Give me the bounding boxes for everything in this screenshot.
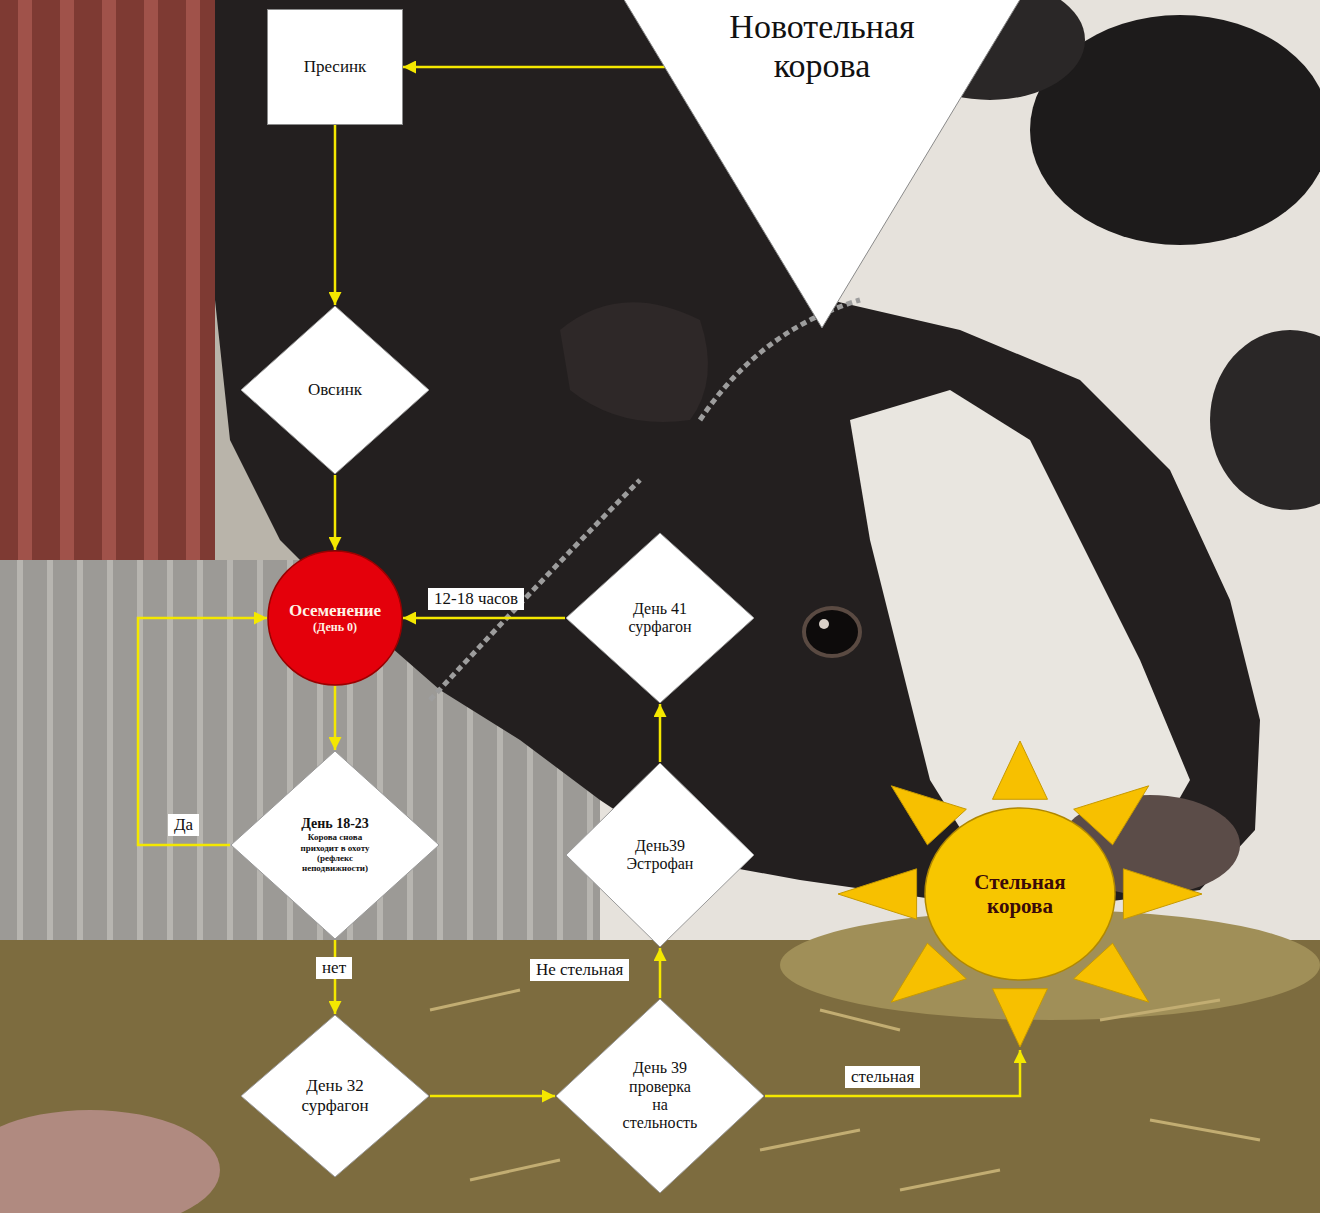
node-content: День 18-23Корова снова приходит в охоту … [296,816,374,873]
flow-arrow [430,1095,555,1098]
eye-highlight [819,619,829,629]
node-content: Пресинк [280,57,390,77]
flow-arrow [403,617,565,620]
flow-arrow [334,475,337,550]
node-text: Осеменение [279,601,391,621]
node-text: День39 Эстрофан [618,837,702,874]
circle-shape [268,551,402,685]
diamond-shape [566,533,754,703]
gate-bar [60,0,74,570]
event-circle: Осеменение(День 0) [267,550,403,686]
cow-eye [804,608,860,656]
node-text: День 39 проверка на стельность [621,1059,699,1133]
node-text: Пресинк [280,57,390,77]
node-content: День 41 сурфагон [621,600,699,637]
decision-diamond: День 18-23Корова снова приходит в охоту … [230,750,440,940]
node-text: Корова снова приходит в охоту (рефлекс н… [296,832,374,873]
edge-label: 12-18 часов [428,588,524,610]
gate-bar [18,0,32,570]
edge-label: нет [316,957,352,979]
decision-diamond: День 32 сурфагон [240,1014,430,1178]
gate-bar [102,0,116,570]
diamond-shape [566,763,754,947]
triangle-shape [620,0,1024,327]
node-text: (День 0) [279,621,391,635]
sun-ray [1123,869,1202,919]
flow-arrow [334,686,337,750]
background-cow-patch [1210,330,1320,510]
decision-diamond: День39 Эстрофан [565,762,755,948]
node-content: Новотельная корова [682,7,962,85]
diamond-shape [241,306,429,474]
node-text: Овсинк [290,380,380,400]
node-text: День 41 сурфагон [621,600,699,637]
flow-arrow [765,1050,1020,1096]
flow-arrow [334,125,337,305]
node-text: День 32 сурфагон [294,1076,376,1115]
flow-arrow [403,66,665,69]
start-triangle: Новотельная корова [620,0,1024,327]
node-content: Осеменение(День 0) [279,601,391,634]
blurred-foreground [0,1110,220,1213]
decision-diamond: Овсинк [240,305,430,475]
node-text: Новотельная корова [682,7,962,85]
node-text: День 18-23 [296,816,374,832]
flow-arrow [659,704,662,762]
flow-arrow [659,948,662,998]
decision-diamond: День 39 проверка на стельность [555,998,765,1194]
node-content: День39 Эстрофан [618,837,702,874]
node-content: Стельная корова [945,870,1095,918]
diamond-shape [231,751,439,939]
sun-disc [925,808,1115,980]
cow-ear [560,302,708,422]
node-content: День 32 сурфагон [294,1076,376,1115]
edge-label: стельная [845,1066,920,1088]
node-text: Стельная корова [945,870,1095,918]
edge-label: Да [168,814,199,836]
flow-arrow [138,618,267,845]
cow-white-blaze [850,390,1190,870]
box-shape [268,10,403,125]
sun-ray [838,869,917,919]
process-box: Пресинк [267,9,403,125]
diamond-shape [556,999,764,1193]
node-content: День 39 проверка на стельность [621,1059,699,1133]
halter-chain [700,300,860,420]
gate-bar [144,0,158,570]
barn-gate [0,0,215,570]
node-content: Овсинк [290,380,380,400]
gate-bar [186,0,200,570]
diamond-shape [241,1015,429,1177]
sun-ray [992,989,1047,1047]
decision-diamond: День 41 сурфагон [565,532,755,704]
straw-strokes [430,990,1260,1190]
sun-ray [992,741,1047,799]
edge-label: Не стельная [530,959,629,981]
result-sun: Стельная корова [835,738,1205,1050]
